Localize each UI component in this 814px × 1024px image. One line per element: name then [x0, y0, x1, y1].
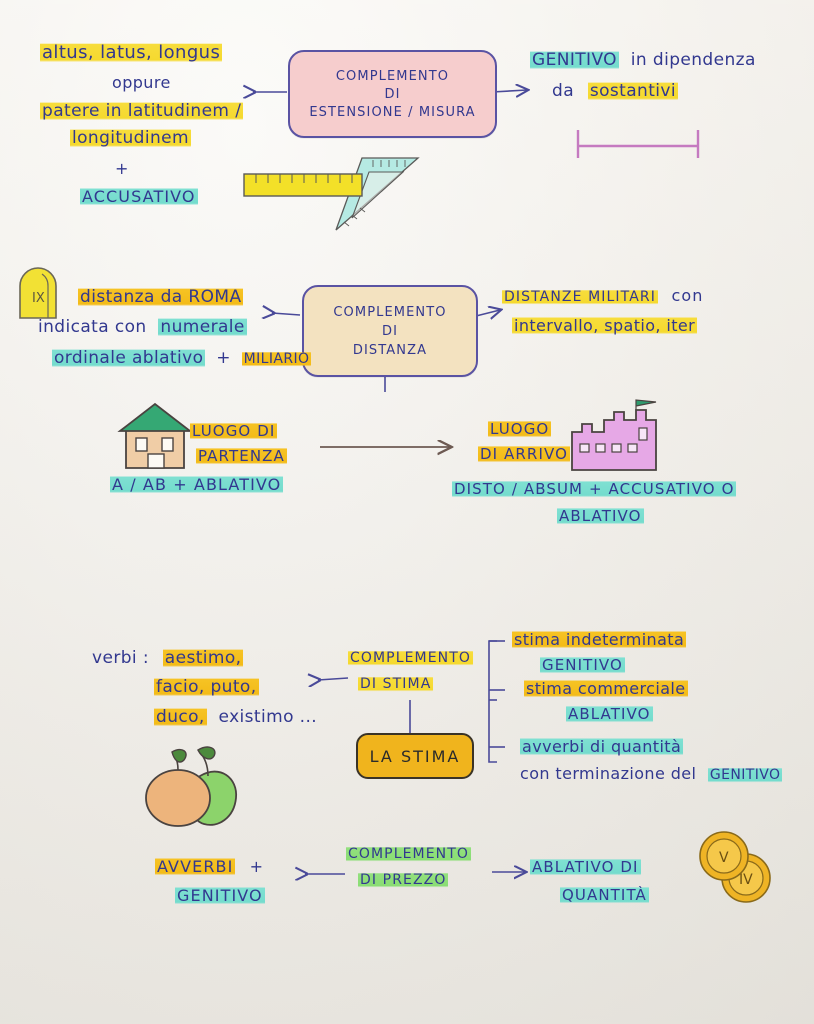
estensione-right-case: GENITIVO	[530, 50, 619, 70]
distanza-right-line-2: intervallo, spatio, iter	[512, 315, 698, 335]
stima-verb-1: aestimo,	[162, 648, 244, 668]
arrivo-rule-line-2: ABLATIVO	[557, 506, 644, 525]
estensione-left-line-2: oppure	[112, 72, 171, 92]
distanza-left-line-3: ordinale ablativo	[52, 347, 206, 368]
prezzo-left-plus: +	[249, 857, 265, 876]
estensione-left-text: altus, latus, longus oppure patere in la…	[40, 42, 244, 207]
stima-branch-3-note: con terminazione del	[520, 764, 697, 783]
arrivo-line-1: LUOGO	[488, 420, 552, 438]
distanza-left-text: distanza da ROMA indicata con numerale o…	[38, 287, 312, 369]
node-complemento-prezzo[interactable]: COMPLEMENTO DI PREZZO	[346, 846, 472, 889]
stima-branch-2-title: stima commerciale	[524, 679, 688, 698]
ruler-and-setsquare-drawing	[243, 157, 420, 231]
arrivo-rule: DISTO / ABSUM + ACCUSATIVO o ABLATIVO	[452, 480, 737, 526]
node-line-2: DI	[384, 86, 401, 102]
stima-verb-3: duco,	[154, 706, 207, 727]
node-line-3: DISTANZA	[352, 342, 428, 358]
castle-icon	[571, 399, 657, 471]
stima-branch-2: stima commerciale ABLATIVO	[524, 679, 688, 724]
distanza-left-line-2: numerale	[158, 317, 247, 338]
stima-verbs-block: verbi : aestimo, facio, puto, duco, exis…	[92, 648, 317, 728]
stima-verb-2: facio, puto,	[154, 677, 259, 698]
la-stima-label: LA STIMA	[369, 746, 461, 766]
node-la-stima[interactable]: LA STIMA	[356, 733, 474, 779]
prezzo-right-line-1: ABLATIVO DI	[530, 858, 641, 876]
coin-left-value: V	[719, 850, 729, 866]
distanza-left-line-2-pre: indicata con	[38, 317, 147, 338]
arrivo-rule-line-1: DISTO / ABSUM + ACCUSATIVO o	[452, 480, 737, 498]
luogo-partenza-text: LUOGO DI PARTENZA	[190, 422, 287, 466]
partenza-line-2: PARTENZA	[196, 446, 287, 465]
estensione-right-line-2: sostantivi	[587, 81, 678, 102]
node-line-2: DI	[381, 323, 399, 339]
estensione-right-line-1-rest: in dipendenza	[630, 50, 756, 70]
stima-branch-3-case: GENITIVO	[707, 767, 783, 783]
stima-branch-3: avverbi di quantità con terminazione del…	[520, 737, 783, 785]
stima-branch-3-title: avverbi di quantità	[520, 737, 684, 756]
estensione-right-line-2-pre: da	[552, 81, 575, 102]
partenza-rule-text: A / AB + ABLATIVO	[110, 475, 284, 494]
node-line-1: COMPLEMENTO	[335, 68, 450, 84]
estensione-right-text: GENITIVO in dipendenza da sostantivi	[530, 50, 756, 103]
distanza-right-text: DISTANZE MILITARI con intervallo, spatio…	[502, 286, 704, 336]
coin-right-value: IV	[739, 872, 753, 888]
arrivo-line-2: DI ARRIVO	[478, 444, 570, 463]
distanza-left-plus: +	[216, 347, 231, 368]
stima-branch-1-case: GENITIVO	[540, 656, 625, 674]
stima-verb-3-rest: existimo ...	[218, 706, 318, 727]
node-complemento-distanza[interactable]: COMPLEMENTO DI DISTANZA	[302, 285, 478, 377]
distanza-right-line-1: DISTANZE MILITARI	[502, 289, 658, 305]
distanza-right-line-1-rest: con	[671, 286, 704, 305]
stima-branch-1: stima indeterminata GENITIVO	[512, 630, 687, 675]
prezzo-left-line-2: GENITIVO	[175, 886, 265, 905]
estensione-left-line-1: altus, latus, longus	[40, 42, 223, 63]
estensione-left-case: ACCUSATIVO	[80, 187, 198, 206]
ruler-icon	[243, 173, 363, 197]
distanza-left-line-1: distanza da ROMA	[78, 287, 244, 307]
partenza-line-1: LUOGO DI	[190, 422, 278, 440]
stima-branch-1-title: stima indeterminata	[512, 630, 687, 649]
stima-branch-2-case: ABLATIVO	[566, 705, 653, 723]
fruits-icon	[145, 746, 237, 827]
prezzo-box-line-1: COMPLEMENTO	[346, 846, 472, 862]
house-icon	[117, 402, 193, 469]
stima-box-line-1: COMPLEMENTO	[348, 650, 474, 666]
stima-box-line-2: DI STIMA	[358, 675, 434, 692]
node-line-3: ESTENSIONE / MISURA	[309, 104, 476, 120]
prezzo-left-text: AVVERBI + GENITIVO	[155, 857, 265, 906]
node-complemento-estensione[interactable]: COMPLEMENTO DI ESTENSIONE / MISURA	[288, 50, 497, 138]
partenza-rule: A / AB + ABLATIVO	[110, 475, 284, 495]
milestone-label: IX	[32, 291, 45, 306]
prezzo-right-text: ABLATIVO DI QUANTITÀ	[530, 858, 649, 905]
prezzo-box-line-2: DI PREZZO	[358, 871, 449, 888]
node-line-1: COMPLEMENTO	[333, 304, 447, 320]
prezzo-left-line-1: AVVERBI	[155, 857, 236, 876]
estensione-left-line-4: longitudinem	[70, 127, 191, 148]
distanza-left-line-3-end: MILIARIO	[241, 350, 312, 367]
luogo-arrivo-text: LUOGO DI ARRIVO	[478, 420, 570, 464]
prezzo-right-line-2: QUANTITÀ	[560, 885, 649, 904]
milestone-icon: IX	[19, 267, 57, 319]
estensione-left-line-3: patere in latitudinem /	[40, 100, 244, 121]
coins-icon: IV V	[699, 831, 771, 903]
node-complemento-stima[interactable]: COMPLEMENTO DI STIMA	[348, 650, 474, 693]
stima-verbs-label: verbi :	[92, 648, 149, 668]
estensione-left-plus: +	[115, 159, 129, 178]
